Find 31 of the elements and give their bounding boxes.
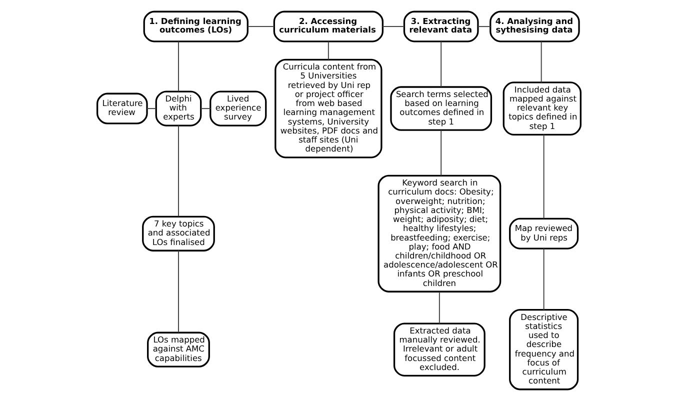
node-box: Search terms selected based on learning outcomes defined in step 1: [390, 86, 492, 131]
connector: [178, 250, 179, 333]
node-box: 4. Analysing and sythesising data: [490, 10, 580, 42]
node-box: Curricula content from 5 Universities retrieved by Uni rep or project officer from web based learning management systems, University websites, PDF docs and staff sites (Uni dependent): [274, 58, 382, 158]
node-box: Literature review: [96, 92, 148, 124]
connector: [438, 291, 440, 324]
connector: [146, 108, 156, 110]
node-box: 3. Extracting relevant data: [403, 10, 479, 42]
node-box: Lived experience survey: [210, 90, 267, 126]
connector: [478, 26, 491, 28]
connector: [178, 125, 179, 217]
node-box: Included data mapped against relevant key topics defined in step 1: [502, 82, 582, 136]
connector: [543, 248, 544, 310]
node-box: Descriptive statistics used to describe frequency and focus of curriculum content: [509, 309, 579, 390]
connector: [440, 41, 442, 88]
node-box: LOs mapped against AMC capabilities: [147, 332, 210, 368]
connector: [440, 130, 442, 176]
node-box: Map reviewed by Uni reps: [509, 218, 579, 250]
connector: [200, 108, 211, 110]
connector: [543, 134, 544, 219]
connector: [382, 26, 405, 28]
node-box: Extracted data manually reviewed. Irrelevant or adult focussed content excluded.: [393, 322, 486, 377]
node-box: 1. Defining learning outcomes (LOs): [143, 10, 248, 42]
connector: [247, 26, 274, 28]
connector: [540, 41, 542, 83]
node-box: 2. Accessing curriculum materials: [273, 10, 384, 42]
node-box: 7 key topics and associated LOs finalised: [142, 216, 215, 252]
connector: [178, 41, 179, 92]
node-box: Keyword search in curriculum docs: Obesity; overweight; nutrition; physical activity; BMI; weight; adiposity; diet; healthy lifestyles; breastfeeding; exercise; play; food AND children/childhood OR adolescence/adolescent OR infants OR preschool children: [378, 174, 502, 292]
connector: [328, 41, 329, 60]
node-box: Delphi with experts: [155, 90, 202, 126]
